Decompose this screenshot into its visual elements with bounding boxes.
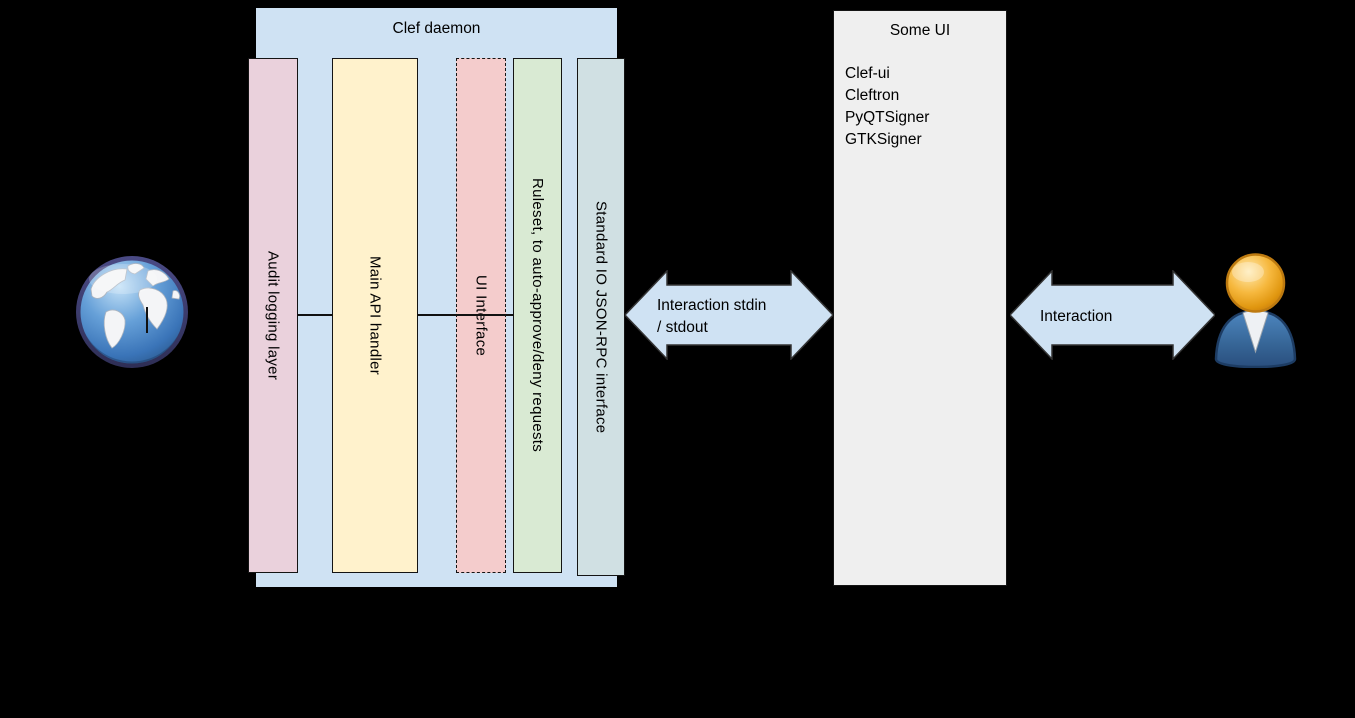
arrow-stdin-stdout-label: Interaction stdin / stdout — [657, 295, 817, 339]
clef-daemon-box — [256, 8, 617, 587]
arrow-interaction-shape — [1010, 270, 1215, 360]
bar-audit-logging-layer: Audit logging layer — [248, 58, 298, 573]
bar-main-api-handler: Main API handler — [332, 58, 418, 573]
some-ui-list-item: Cleftron — [845, 87, 900, 104]
bar-stdio-jsonrpc-interface: Standard IO JSON-RPC interface — [577, 58, 625, 576]
connector-line — [417, 314, 514, 316]
globe-icon — [76, 256, 188, 368]
arrow-interaction — [1010, 270, 1215, 360]
arrow-stdin-stdout-label-line2: / stdout — [657, 319, 708, 336]
bar-main-api-handler-label: Main API handler — [366, 255, 384, 376]
some-ui-box — [833, 10, 1007, 586]
arrow-stdin-stdout-shape — [625, 270, 833, 360]
bar-ruleset-label: Ruleset, to auto-approve/deny requests — [529, 178, 546, 453]
some-ui-list-item: GTKSigner — [845, 131, 922, 148]
some-ui-list-item: Clef-ui — [845, 65, 890, 82]
some-ui-list-item: PyQTSigner — [845, 109, 930, 126]
clef-daemon-title: Clef daemon — [392, 20, 481, 37]
arrow-interaction-label: Interaction — [1040, 308, 1113, 325]
user-icon — [1214, 253, 1297, 368]
bar-stdio-jsonrpc-interface-label: Standard IO JSON-RPC interface — [592, 200, 610, 434]
some-ui-list: Clef-ui Cleftron PyQTSigner GTKSigner — [845, 63, 1000, 151]
bar-audit-logging-layer-label: Audit logging layer — [264, 250, 282, 381]
bar-ruleset: Ruleset, to auto-approve/deny requests — [513, 58, 562, 573]
connector-line — [297, 314, 333, 316]
arrow-stdin-stdout — [625, 270, 833, 360]
some-ui-title: Some UI — [889, 22, 951, 39]
arrow-stdin-stdout-label-line1: Interaction stdin — [657, 297, 767, 314]
connector-stub — [146, 307, 148, 333]
